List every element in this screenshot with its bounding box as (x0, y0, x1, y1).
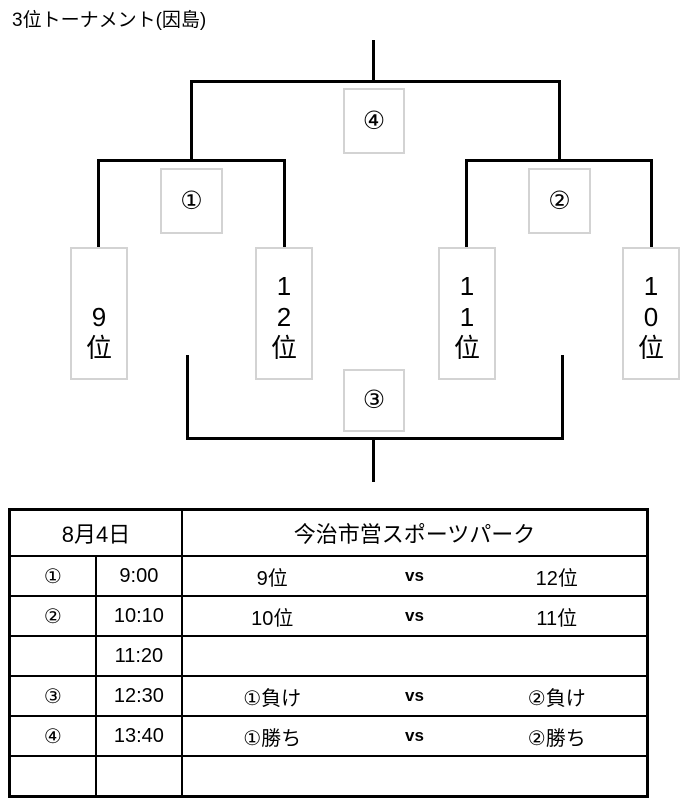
match-box-final[interactable]: ④ (343, 88, 405, 154)
matchup-line: ①勝ち vs ②勝ち (185, 717, 644, 755)
row-time: 12:30 (94, 675, 184, 717)
bracket-line-left-semi-right-leg (283, 159, 286, 249)
row-match-number: ③ (8, 675, 97, 717)
home-team: ①勝ち (243, 727, 302, 750)
match-box-semifinal-right[interactable]: ② (528, 168, 591, 234)
bracket-line-right-semi-right-leg (650, 159, 653, 249)
bracket-line-right-semi-horizontal (465, 159, 653, 162)
bracket-line-champion-stem (372, 40, 375, 82)
match-number-label: ④ (362, 106, 386, 135)
team-label-char: 位 (637, 333, 664, 363)
schedule-table-body: 8月4日 今治市営スポーツパーク ① 9:00 9位 vs 12位 ② 10:1… (8, 508, 649, 798)
row-matchup: ①勝ち vs ②勝ち (181, 715, 649, 757)
row-match-number (8, 755, 97, 798)
schedule-table: 8月4日 今治市営スポーツパーク ① 9:00 9位 vs 12位 ② 10:1… (8, 508, 649, 798)
tournament-bracket: ④ ① ② 9 位 1 2 位 1 1 位 1 0 位 ③ (70, 40, 680, 482)
page-title: 3位トーナメント(因島) (12, 10, 207, 31)
bracket-line-right-semi-left-leg (465, 159, 468, 249)
row-matchup: ①負け vs ②負け (181, 675, 649, 717)
away-team: ②負け (527, 687, 586, 710)
team-label-char: 1 (459, 271, 475, 301)
schedule-header-row: 8月4日 今治市営スポーツパーク (8, 508, 649, 557)
team-label-char: 1 (276, 271, 292, 301)
away-team: 11位 (536, 607, 578, 630)
bracket-line-consolation-left-leg (186, 355, 189, 440)
row-time (94, 755, 184, 798)
matchup-line: ①負け vs ②負け (185, 677, 644, 715)
team-slot-9th[interactable]: 9 位 (70, 247, 128, 380)
table-row (8, 755, 649, 798)
bracket-line-final-left-leg (190, 80, 193, 161)
team-label-char: 2 (276, 302, 292, 332)
matchup-line: 9位 vs 12位 (185, 557, 644, 595)
away-team: 12位 (535, 567, 578, 590)
bracket-line-consolation-right-leg (561, 355, 564, 440)
bracket-line-final-right-leg (558, 80, 561, 161)
bracket-line-final-horizontal (190, 80, 561, 83)
team-label-char: 位 (453, 333, 480, 363)
team-label-char: 1 (459, 302, 475, 332)
row-match-number: ② (8, 595, 97, 637)
bracket-line-left-semi-left-leg (97, 159, 100, 249)
row-matchup (181, 755, 649, 798)
team-label-char: 位 (85, 333, 112, 363)
team-slot-10th[interactable]: 1 0 位 (622, 247, 680, 380)
bracket-line-consolation-horizontal (186, 437, 564, 440)
vs-label: vs (405, 606, 424, 625)
away-team: ②勝ち (527, 727, 586, 750)
table-row: 11:20 (8, 635, 649, 677)
team-label-char: 位 (270, 333, 297, 363)
bracket-line-consolation-stem (372, 437, 375, 482)
row-matchup (181, 635, 649, 677)
bracket-line-left-semi-horizontal (97, 159, 286, 162)
row-match-number (8, 635, 97, 677)
vs-label: vs (405, 686, 424, 705)
row-time: 9:00 (94, 555, 184, 597)
team-label-char: 1 (643, 271, 659, 301)
home-team: 9位 (256, 567, 288, 590)
match-number-label: ② (548, 186, 571, 215)
home-team: ①負け (243, 687, 302, 710)
table-row: ① 9:00 9位 vs 12位 (8, 555, 649, 597)
row-matchup: 10位 vs 11位 (181, 595, 649, 637)
team-slot-11th[interactable]: 1 1 位 (438, 247, 496, 380)
match-number-label: ① (180, 186, 203, 215)
schedule-venue-header: 今治市営スポーツパーク (181, 508, 649, 557)
match-number-label: ③ (362, 386, 386, 414)
row-matchup: 9位 vs 12位 (181, 555, 649, 597)
vs-label: vs (405, 566, 424, 585)
table-row: ③ 12:30 ①負け vs ②負け (8, 675, 649, 717)
team-slot-12th[interactable]: 1 2 位 (255, 247, 313, 380)
row-time: 10:10 (94, 595, 184, 637)
match-box-consolation[interactable]: ③ (343, 369, 405, 432)
match-box-semifinal-left[interactable]: ① (160, 168, 223, 234)
home-team: 10位 (251, 607, 294, 630)
team-label-char: 0 (643, 302, 659, 332)
team-label-char: 9 (91, 302, 107, 332)
table-row: ④ 13:40 ①勝ち vs ②勝ち (8, 715, 649, 757)
row-match-number: ① (8, 555, 97, 597)
row-time: 11:20 (94, 635, 184, 677)
table-row: ② 10:10 10位 vs 11位 (8, 595, 649, 637)
row-match-number: ④ (8, 715, 97, 757)
vs-label: vs (405, 726, 424, 745)
schedule-date-header: 8月4日 (8, 508, 183, 557)
matchup-line: 10位 vs 11位 (185, 597, 644, 635)
row-time: 13:40 (94, 715, 184, 757)
